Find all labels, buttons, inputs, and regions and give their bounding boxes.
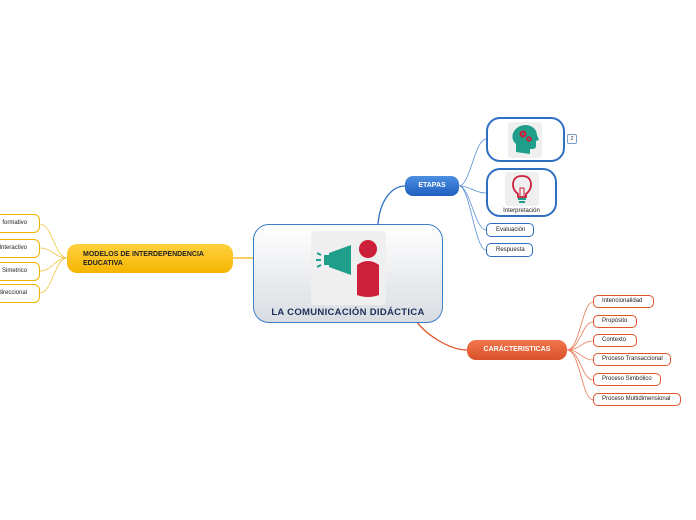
branch-caracteristicas[interactable]: CARÁCTERISTICAS (467, 340, 567, 360)
interpretacion-label: Interpretación (503, 208, 540, 214)
etapas-head-node[interactable] (486, 117, 565, 162)
light-bulb-icon (505, 172, 539, 206)
branch-modelos[interactable]: MODELOS DE INTERDEPENDENCIA EDUCATIVA (67, 244, 233, 273)
central-title: LA COMUNICACIÓN DIDÁCTICA (271, 307, 425, 318)
megaphone-person-icon (311, 231, 386, 305)
caracteristica-contexto[interactable]: Contexto (593, 334, 637, 347)
branch-etapas[interactable]: ETAPAS (405, 176, 459, 196)
modelo-informativo[interactable]: formativo (0, 214, 40, 233)
head-gears-icon (508, 122, 542, 158)
etapas-respuesta[interactable]: Respuesta (486, 243, 533, 257)
etapas-evaluacion[interactable]: Evaluación (486, 223, 534, 237)
caracteristica-proceso-multidimensional[interactable]: Proceso Multidimensional (593, 393, 681, 406)
caracteristica-proceso-transaccional[interactable]: Proceso Transaccional (593, 353, 671, 366)
modelo-interactivo[interactable]: Interactivo (0, 239, 40, 258)
caracteristica-proposito[interactable]: Propósito (593, 315, 637, 328)
caracteristica-proceso-simbolico[interactable]: Proceso Simbólico (593, 373, 661, 386)
caracteristica-intencionalidad[interactable]: Intencionalidad (593, 295, 654, 308)
modelo-simetrico[interactable]: o Simetrico (0, 262, 40, 281)
modelo-direccional[interactable]: direccional (0, 284, 40, 303)
central-topic[interactable]: LA COMUNICACIÓN DIDÁCTICA (253, 224, 443, 323)
etapas-interpretacion-node[interactable]: Interpretación (486, 168, 557, 217)
count-badge[interactable]: 2 (567, 134, 577, 144)
